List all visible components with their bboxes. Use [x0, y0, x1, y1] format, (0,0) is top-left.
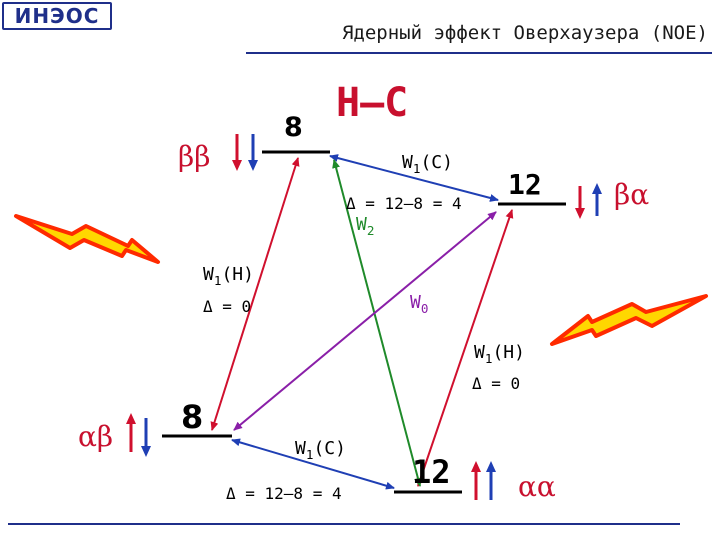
spin-arrows-aa [471, 461, 496, 500]
level-ba-value: 12 [508, 168, 542, 201]
inoes-logo: ИНЭОС [2, 2, 112, 30]
label-w1h-left: W1(H) [203, 264, 254, 288]
label-w1h-right: W1(H) [474, 342, 525, 366]
label-w1c-top: W1(C) [402, 152, 453, 176]
delta-right: Δ = 0 [472, 374, 521, 393]
label-w0: W0 [410, 292, 429, 316]
lightning-left-icon [14, 214, 160, 264]
spin-state-ab: αβ [78, 420, 114, 453]
spin-arrows-ba [575, 183, 602, 219]
spin-arrows-ab [126, 413, 151, 457]
label-w2: W2 [356, 214, 375, 238]
delta-left: Δ = 0 [203, 297, 252, 316]
spin-arrows-bb [232, 134, 258, 171]
transition-w1h-left [210, 157, 300, 431]
delta-top: Δ = 12–8 = 4 [346, 194, 462, 213]
lightning-right-icon [550, 294, 708, 346]
level-aa-value: 12 [412, 453, 451, 491]
spin-state-ba: βα [614, 178, 650, 211]
spin-state-aa: αα [518, 470, 556, 503]
level-ab-value: 8 [181, 398, 204, 436]
slide-title: Ядерный эффект Оверхаузера (NOE) [341, 22, 708, 44]
pair-label: H–C [336, 80, 409, 126]
label-w1c-bottom: W1(C) [295, 438, 346, 462]
level-bb-value: 8 [284, 112, 303, 143]
transition-w0 [233, 211, 497, 431]
spin-state-bb: ββ [178, 140, 211, 173]
delta-bottom: Δ = 12–8 = 4 [226, 484, 342, 503]
